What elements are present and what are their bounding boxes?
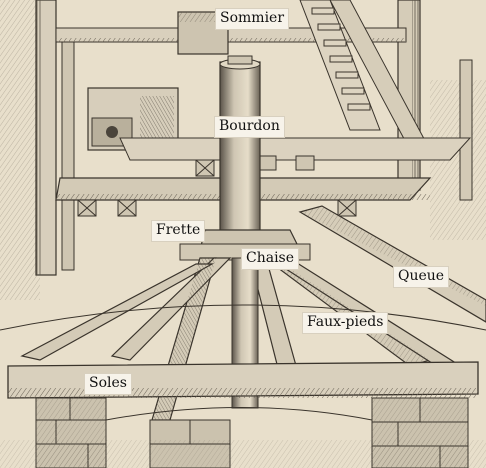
label-frette: Frette — [151, 220, 206, 242]
label-chaise: Chaise — [241, 248, 300, 270]
label-sommier: Sommier — [215, 8, 290, 30]
label-faux-pieds: Faux-pieds — [302, 312, 389, 334]
label-bourdon: Bourdon — [214, 116, 285, 138]
label-soles: Soles — [84, 373, 132, 395]
label-queue: Queue — [393, 266, 450, 288]
